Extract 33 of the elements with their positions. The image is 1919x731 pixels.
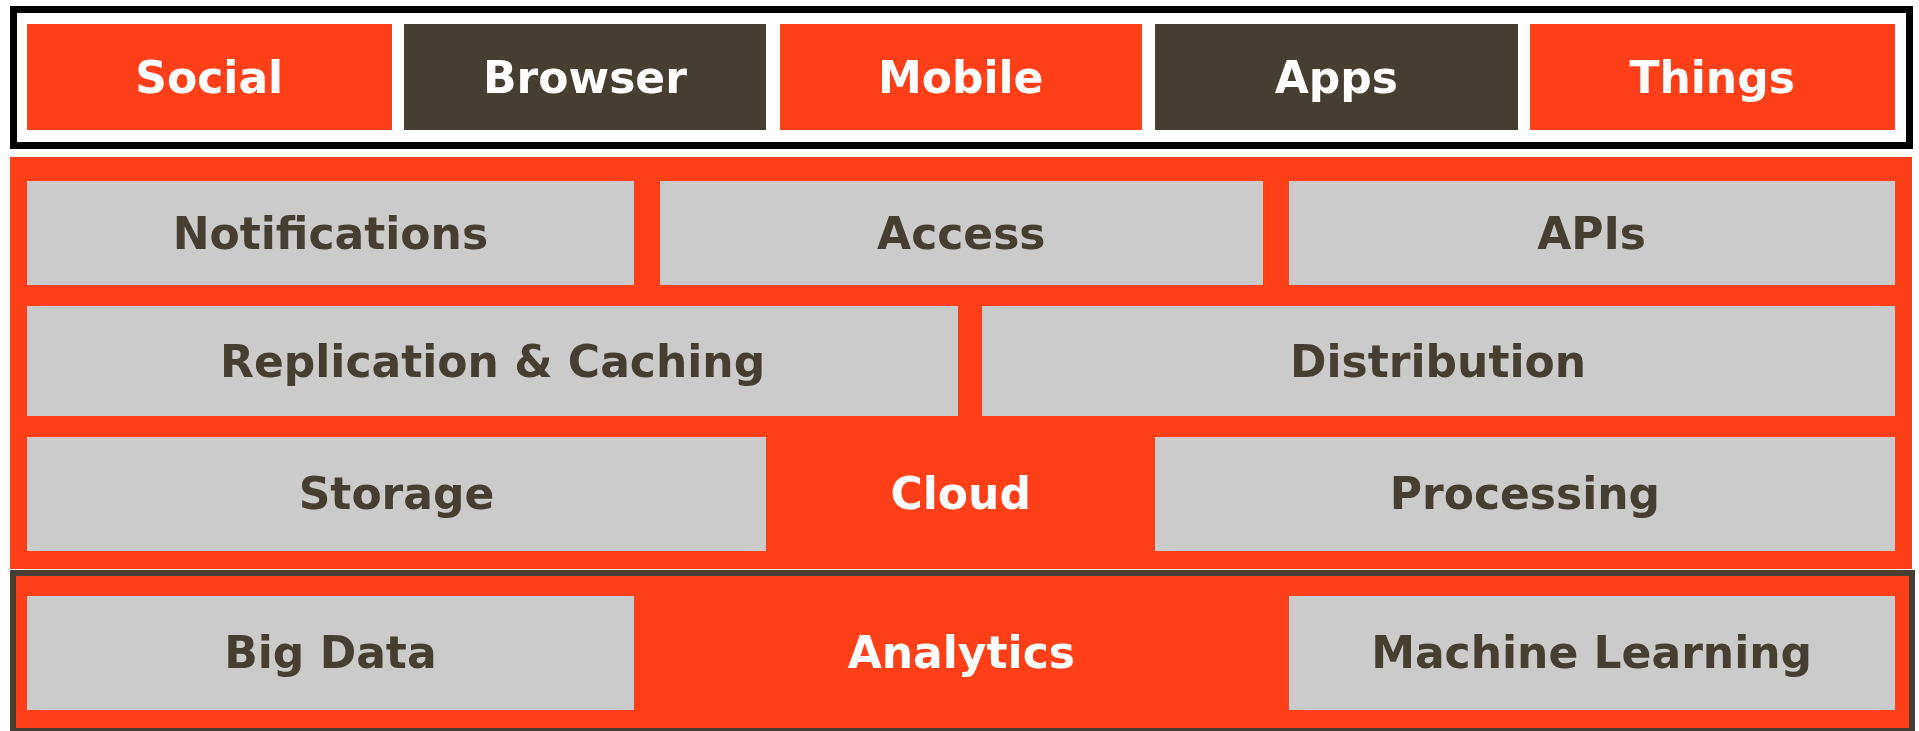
tile-label: Big Data bbox=[223, 626, 438, 681]
tile-label: Apps bbox=[1273, 50, 1400, 105]
analytics-layer bbox=[9, 570, 1916, 731]
tile-label: Replication & Caching bbox=[219, 334, 767, 389]
tile-label: Notifications bbox=[171, 206, 490, 261]
service-tile bbox=[26, 596, 634, 710]
service-tile bbox=[981, 305, 1895, 417]
service-tile bbox=[1288, 596, 1895, 710]
service-tile bbox=[26, 181, 634, 286]
service-tile bbox=[26, 436, 767, 551]
service-tile bbox=[26, 305, 959, 417]
tile-label: Access bbox=[876, 206, 1047, 261]
service-tile bbox=[1155, 436, 1895, 551]
channel-tile bbox=[1155, 24, 1518, 130]
cloud-layer bbox=[9, 156, 1912, 570]
channel-tile bbox=[779, 24, 1142, 130]
tile-label: Storage bbox=[297, 467, 496, 522]
tile-label: Browser bbox=[482, 50, 688, 105]
channel-tile bbox=[26, 24, 392, 130]
channel-tile bbox=[1529, 24, 1895, 130]
layer-label: Analytics bbox=[846, 626, 1076, 681]
service-tile bbox=[659, 181, 1263, 286]
layer-label: Cloud bbox=[889, 467, 1032, 522]
tile-label: Machine Learning bbox=[1370, 626, 1814, 681]
top-bar-frame bbox=[9, 6, 1913, 150]
tile-label: Distribution bbox=[1288, 334, 1588, 389]
tile-label: Things bbox=[1628, 50, 1796, 105]
tile-label: APIs bbox=[1536, 206, 1648, 261]
service-tile bbox=[1288, 181, 1895, 286]
channel-tile bbox=[403, 24, 767, 130]
tile-label: Social bbox=[134, 50, 285, 105]
tile-label: Processing bbox=[1388, 467, 1662, 522]
tile-label: Mobile bbox=[876, 50, 1045, 105]
